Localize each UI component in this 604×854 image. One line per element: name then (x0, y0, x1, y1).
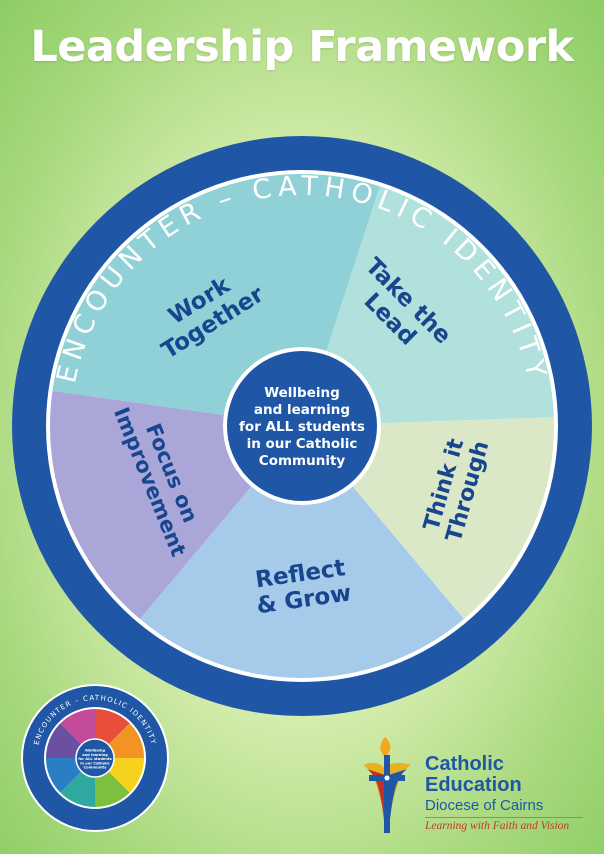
mini-center-text-line: Community (83, 766, 107, 770)
mini-center-circle (75, 738, 115, 778)
logo-name-line-3: Diocese of Cairns (425, 797, 544, 814)
mini-center-text-line: in our Catholic (80, 761, 110, 765)
logo-name-line-1: Catholic (425, 753, 504, 775)
center-text-line: in our Catholic (247, 436, 358, 452)
catholic-education-logo: Catholic Education Diocese of Cairns Lea… (355, 735, 595, 840)
logo-tagline: Learning with Faith and Vision (425, 820, 570, 832)
logo-name-line-2: Education (425, 774, 522, 796)
segment-reflect-and-grow (140, 426, 464, 679)
mini-center-text-line: for ALL students (78, 757, 112, 761)
center-text-line: Community (259, 453, 346, 469)
center-text-line: Wellbeing (264, 385, 340, 401)
mini-center-text-line: and learning (82, 753, 108, 757)
logo-divider (425, 817, 583, 818)
mini-center-text-line: Wellbeing (85, 749, 106, 753)
page-title: Leadership Framework (30, 22, 574, 72)
segment-take-the-lead (302, 186, 554, 426)
center-text-line: for ALL students (239, 419, 365, 435)
cross-flame-icon (363, 737, 411, 835)
center-text-line: and learning (254, 402, 350, 418)
center-circle (223, 347, 381, 505)
